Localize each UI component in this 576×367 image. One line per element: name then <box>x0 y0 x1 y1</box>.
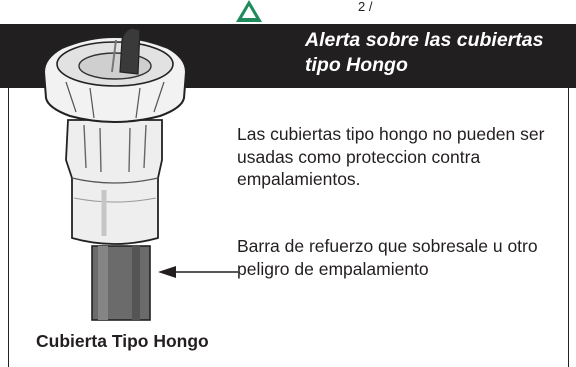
arrow-left-icon <box>158 266 238 278</box>
top-strip <box>0 0 576 28</box>
caution-triangle-icon <box>236 0 262 22</box>
mushroom-cap-illustration <box>42 27 238 321</box>
header-fragment: 2 / <box>358 0 373 14</box>
figure-caption: Cubierta Tipo Hongo <box>36 331 209 351</box>
frame-left-border <box>8 88 9 367</box>
frame-right-border <box>568 88 569 367</box>
alert-title-line-2: tipo Hongo <box>305 54 408 76</box>
rebar-pointer-text: Barra de refuerzo que sobresale u otro p… <box>237 236 538 279</box>
alert-title: Alerta sobre las cubiertas tipo Hongo <box>305 28 575 78</box>
cap-sleeve <box>65 119 163 245</box>
rebar <box>91 245 151 321</box>
alert-title-line-1: Alerta sobre las cubiertas <box>305 29 544 51</box>
cap-head <box>42 27 188 123</box>
impalement-warning-text: Las cubiertas tipo hongo no pueden ser u… <box>237 124 545 189</box>
